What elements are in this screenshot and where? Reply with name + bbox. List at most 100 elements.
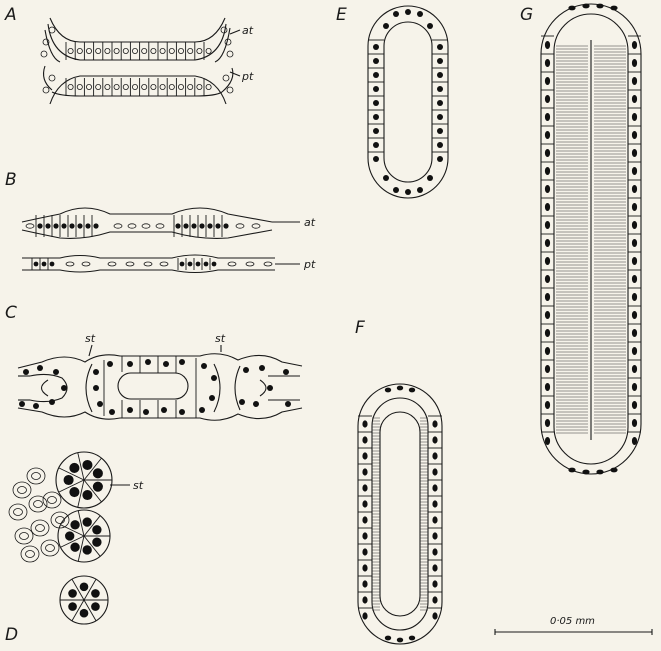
nucleus-dark bbox=[545, 347, 550, 355]
nucleus-dark bbox=[80, 582, 89, 591]
nucleus-dark bbox=[373, 72, 379, 78]
nucleus-dark bbox=[632, 437, 637, 445]
nucleus-pale bbox=[188, 84, 193, 89]
nucleus-dark bbox=[432, 468, 437, 475]
nucleus-dark bbox=[432, 564, 437, 571]
nucleus-dark bbox=[427, 175, 433, 181]
panel-letter-f: F bbox=[355, 318, 365, 338]
nucleus-dark bbox=[373, 44, 379, 50]
nucleus-dark bbox=[33, 403, 39, 409]
nucleus-dark bbox=[432, 484, 437, 491]
nucleus-dark bbox=[362, 564, 367, 571]
nucleus-dark bbox=[409, 636, 415, 641]
nucleus-pale bbox=[18, 487, 27, 494]
nucleus-dark bbox=[211, 375, 217, 381]
nucleus-pale bbox=[228, 262, 236, 266]
nucleus-dark bbox=[545, 275, 550, 283]
nucleus-dark bbox=[632, 131, 637, 139]
nucleus-dark bbox=[243, 367, 249, 373]
nucleus-dark bbox=[37, 365, 43, 371]
nucleus-pale bbox=[77, 84, 82, 89]
nucleus-pale bbox=[160, 84, 165, 89]
nucleus-dark bbox=[42, 262, 47, 267]
nucleus-dark bbox=[69, 487, 79, 497]
nucleus-dark bbox=[362, 548, 367, 555]
nucleus-dark bbox=[437, 86, 443, 92]
nucleus-dark bbox=[632, 329, 637, 337]
panel-letter-d: D bbox=[5, 625, 18, 645]
nucleus-dark bbox=[632, 113, 637, 121]
nucleus-dark bbox=[545, 257, 550, 265]
nucleus-dark bbox=[373, 58, 379, 64]
nucleus-dark bbox=[259, 365, 265, 371]
nucleus-dark bbox=[283, 369, 289, 375]
nucleus-dark bbox=[405, 189, 411, 195]
nucleus-dark bbox=[93, 223, 98, 228]
nucleus-dark bbox=[568, 468, 575, 473]
nucleus-dark bbox=[432, 612, 437, 619]
label-st-c-right: st bbox=[215, 332, 226, 345]
nucleus-dark bbox=[180, 262, 185, 267]
nucleus-dark bbox=[437, 100, 443, 106]
nucleus-dark bbox=[53, 369, 59, 375]
nucleus-dark bbox=[70, 543, 79, 552]
nucleus-dark bbox=[632, 347, 637, 355]
nucleus-pale bbox=[105, 48, 110, 53]
nucleus-pale bbox=[246, 262, 254, 266]
nucleus-dark bbox=[109, 409, 115, 415]
nucleus-dark bbox=[362, 580, 367, 587]
nucleus-dark bbox=[437, 156, 443, 162]
nucleus-dark bbox=[83, 517, 92, 526]
nucleus-pale bbox=[197, 84, 202, 89]
nucleus-dark bbox=[68, 589, 77, 598]
nucleus-dark bbox=[393, 11, 399, 17]
nucleus-dark bbox=[191, 223, 196, 228]
nucleus-dark bbox=[362, 468, 367, 475]
nucleus-dark bbox=[397, 386, 403, 391]
nucleus-dark bbox=[373, 86, 379, 92]
nucleus-dark bbox=[97, 401, 103, 407]
nucleus-dark bbox=[82, 460, 92, 470]
nucleus-dark bbox=[175, 223, 180, 228]
nucleus-dark bbox=[127, 361, 133, 367]
pale-cell bbox=[27, 468, 45, 484]
nucleus-pale bbox=[144, 262, 152, 266]
nucleus-pale bbox=[252, 224, 260, 228]
nucleus-dark bbox=[362, 596, 367, 603]
nucleus-dark bbox=[432, 516, 437, 523]
nucleus-dark bbox=[545, 383, 550, 391]
nucleus-pale bbox=[264, 262, 272, 266]
nucleus-pale bbox=[86, 84, 91, 89]
nucleus-pale bbox=[49, 27, 55, 33]
nucleus-dark bbox=[362, 420, 367, 427]
nucleus-dark bbox=[383, 23, 389, 29]
nucleus-dark bbox=[383, 175, 389, 181]
nucleus-dark bbox=[545, 203, 550, 211]
nucleus-dark bbox=[362, 436, 367, 443]
nucleus-pale bbox=[43, 87, 49, 93]
nucleus-pale bbox=[68, 48, 73, 53]
nucleus-dark bbox=[69, 463, 79, 473]
nucleus-dark bbox=[207, 223, 212, 228]
nucleus-dark bbox=[545, 77, 550, 85]
label-at-a: at bbox=[242, 24, 254, 37]
nucleus-dark bbox=[632, 95, 637, 103]
nucleus-dark bbox=[362, 484, 367, 491]
nucleus-dark bbox=[545, 437, 550, 445]
nucleus-pale bbox=[105, 84, 110, 89]
nucleus-dark bbox=[69, 223, 74, 228]
pale-cell bbox=[41, 540, 59, 556]
nucleus-dark bbox=[545, 311, 550, 319]
nucleus-pale bbox=[108, 262, 116, 266]
nucleus-dark bbox=[85, 223, 90, 228]
nucleus-dark bbox=[19, 401, 25, 407]
nucleus-dark bbox=[373, 142, 379, 148]
nucleus-pale bbox=[206, 48, 211, 53]
nucleus-dark bbox=[427, 23, 433, 29]
nucleus-dark bbox=[545, 149, 550, 157]
nucleus-dark bbox=[239, 399, 245, 405]
nucleus-dark bbox=[23, 369, 29, 375]
nucleus-pale bbox=[68, 84, 73, 89]
nucleus-dark bbox=[610, 468, 617, 473]
nucleus-pale bbox=[236, 224, 244, 228]
